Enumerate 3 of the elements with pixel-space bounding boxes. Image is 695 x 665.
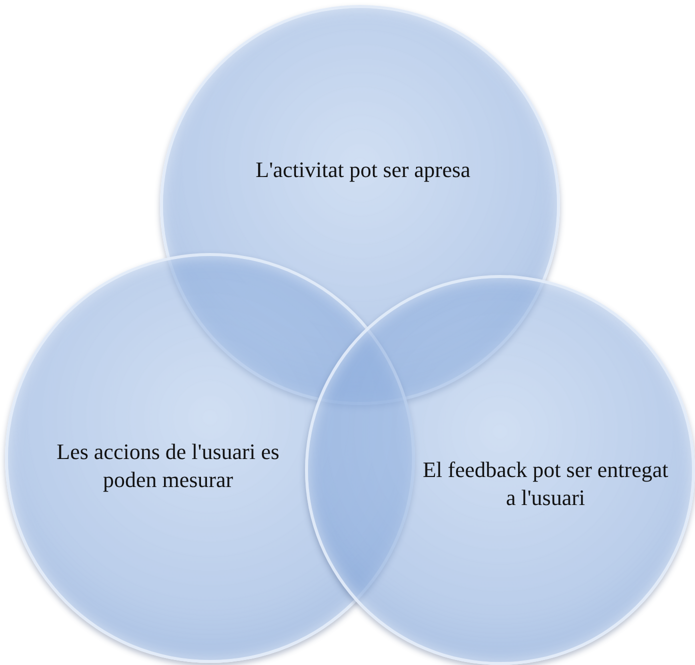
- circle-label: Les accions de l'usuari es poden mesurar: [56, 438, 280, 493]
- circle-label: El feedback pot ser entregat a l'usuari: [422, 456, 670, 511]
- circle-label: L'activitat pot ser apresa: [254, 156, 472, 184]
